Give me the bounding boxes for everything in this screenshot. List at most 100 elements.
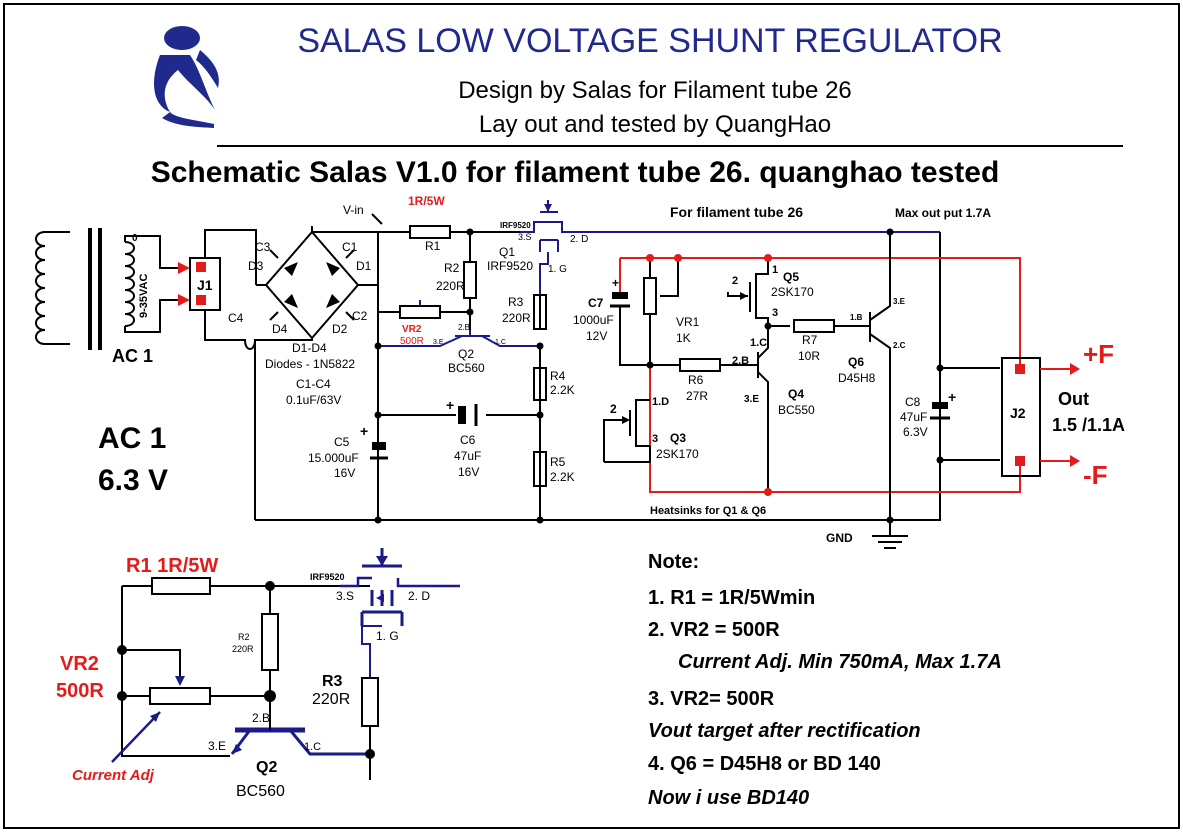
c6-voltage: 16V xyxy=(458,465,479,479)
detail-vr2-value: 500R xyxy=(56,680,104,702)
r3-label: R3 xyxy=(508,295,524,309)
max-out-label: Max out put 1.7A xyxy=(895,206,991,220)
note-1: 1. R1 = 1R/5Wmin xyxy=(648,587,815,609)
c4-label: C4 xyxy=(228,311,244,325)
q4-collector: 1.C xyxy=(750,337,767,349)
diodes-part: Diodes - 1N5822 xyxy=(265,357,355,371)
c8: + C8 47uF 6.3V xyxy=(900,367,1000,461)
subtitle-design: Design by Salas for Filament tube 26 xyxy=(458,77,852,104)
note-4: 4. Q6 = D45H8 or BD 140 xyxy=(648,753,881,775)
q5-pin2: 2 xyxy=(732,275,738,287)
page-title: SALAS LOW VOLTAGE SHUNT REGULATOR xyxy=(297,22,1002,60)
q2-collector: 1.C xyxy=(495,339,506,346)
vr2-label: VR2 xyxy=(402,324,422,335)
note-3: 3. VR2= 500R xyxy=(648,688,775,710)
q5-label: Q5 xyxy=(783,270,799,284)
j1-connector: J1 xyxy=(189,257,221,311)
detail-r2-label: R2 xyxy=(238,632,250,642)
d4-label: D4 xyxy=(272,322,288,336)
r6-value: 27R xyxy=(686,389,708,403)
detail-q2-label: Q2 xyxy=(256,759,277,776)
minus-f-label: -F xyxy=(1083,460,1108,490)
j2-label: J2 xyxy=(1010,405,1026,421)
j1-label: J1 xyxy=(197,277,213,293)
q2-base: 2.B xyxy=(458,323,470,332)
notes-section: Note: 1. R1 = 1R/5Wmin 2. VR2 = 500R Cur… xyxy=(648,551,1002,809)
c5-voltage: 16V xyxy=(334,466,355,480)
q4-part: BC550 xyxy=(778,403,815,417)
r6-label: R6 xyxy=(688,373,704,387)
detail-q2-part: BC560 xyxy=(236,783,285,800)
c5-value: 15.000uF xyxy=(308,451,359,465)
red-wire-bottom xyxy=(649,362,1021,493)
junction-dots xyxy=(374,228,944,524)
ac-box-line2: 6.3 V xyxy=(98,464,168,497)
q5-jfet: 1 2 3 Q5 2SK170 xyxy=(727,258,814,340)
c8-plus: + xyxy=(948,389,956,405)
j2-connector: J2 +F -F Out 1.5 /1.1A xyxy=(1001,339,1125,490)
note-2: 2. VR2 = 500R xyxy=(648,619,780,641)
q4-emitter: 3.E xyxy=(744,394,759,405)
c1c4-value: 0.1uF/63V xyxy=(286,393,341,407)
gnd-label: GND xyxy=(826,531,853,545)
detail-r3-value: 220R xyxy=(312,691,350,708)
detail-base: 2.B xyxy=(252,711,270,725)
ac-box-line1: AC 1 xyxy=(98,422,166,455)
note-2b: Current Adj. Min 750mA, Max 1.7A xyxy=(678,651,1002,673)
c7-vr1: + C7 1000uF 12V VR1 1K xyxy=(573,258,700,366)
q4-base: 2.B xyxy=(732,355,749,367)
r7-value: 10R xyxy=(798,349,820,363)
vin-arrow xyxy=(371,213,383,225)
note-3b: Vout target after rectification xyxy=(648,720,921,742)
r7: R7 10R xyxy=(793,319,870,363)
for-filament-label: For filament tube 26 xyxy=(670,204,803,220)
r5-value: 2.2K xyxy=(550,470,575,484)
c8-value: 47uF xyxy=(900,410,927,424)
r1-value: 1R/5W xyxy=(408,194,445,208)
q4-transistor: 1.C 2.B 3.E Q4 BC550 xyxy=(732,337,815,492)
detail-gate: 1. G xyxy=(376,629,399,643)
r1-label: R1 xyxy=(425,239,441,253)
detail-r2-value: 220R xyxy=(232,644,254,654)
q3-part: 2SK170 xyxy=(656,447,699,461)
schematic-title: Schematic Salas V1.0 for filament tube 2… xyxy=(151,156,1000,189)
q3-pin3: 3 xyxy=(652,433,658,445)
c6-plus: + xyxy=(446,397,454,413)
r4-value: 2.2K xyxy=(550,383,575,397)
r6: R6 27R xyxy=(679,358,748,403)
detail-r3-label: R3 xyxy=(322,673,343,690)
q1-irf-small: IRF9520 xyxy=(500,221,531,230)
c6-label: C6 xyxy=(460,433,476,447)
c5-label: C5 xyxy=(334,435,350,449)
r2-value: 220R xyxy=(436,279,465,293)
q6-label: Q6 xyxy=(848,355,864,369)
transformer-range: 9-35VAC xyxy=(138,274,150,318)
detail-drain: 2. D xyxy=(408,589,430,603)
transformer: 0 9-35VAC AC 1 xyxy=(35,228,190,366)
c8-label: C8 xyxy=(905,395,921,409)
d1-label: D1 xyxy=(356,259,372,273)
notes-title: Note: xyxy=(648,551,699,573)
detail-irf: IRF9520 xyxy=(310,572,345,582)
r4-r5: R4 2.2K R5 2.2K xyxy=(533,367,575,487)
r3-value: 220R xyxy=(502,311,531,325)
page-border xyxy=(3,3,1180,829)
q1-part: IRF9520 xyxy=(487,259,533,273)
plus-f-label: +F xyxy=(1083,339,1114,369)
out-value: 1.5 /1.1A xyxy=(1052,415,1125,435)
q6-collector: 2.C xyxy=(893,341,906,350)
c7-value: 1000uF xyxy=(573,313,614,327)
transformer-zero: 0 xyxy=(132,233,138,244)
ac1-small-label: AC 1 xyxy=(112,346,153,366)
d3-label: D3 xyxy=(248,259,264,273)
c8-voltage: 6.3V xyxy=(903,425,928,439)
q6-transistor: 1.B 3.E 2.C Q6 D45H8 xyxy=(838,232,906,520)
r1-resistor xyxy=(409,225,451,239)
q3-pin2: 2 xyxy=(610,402,617,416)
c5-plus: + xyxy=(360,423,368,439)
q1-label: Q1 xyxy=(499,245,515,259)
r2-vr2-section: R2 220R VR2 500R R3 220R xyxy=(378,232,547,520)
detail-schematic: R1 1R/5W R2 220R VR2 500R Current Adj 2.… xyxy=(56,548,460,800)
c6-value: 47uF xyxy=(454,449,481,463)
